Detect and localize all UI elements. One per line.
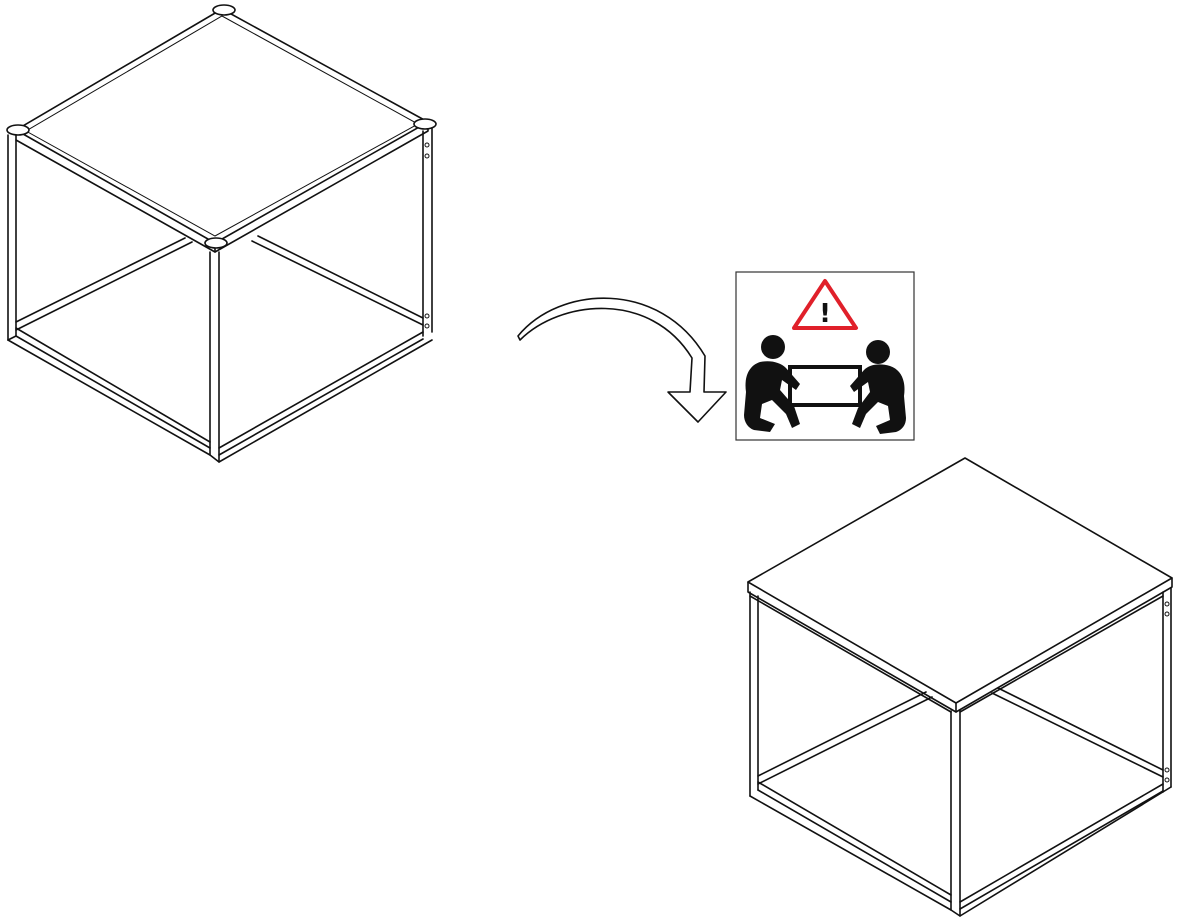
foot-disc bbox=[204, 237, 228, 249]
warning-triangle-icon bbox=[792, 279, 858, 330]
foot-disc bbox=[413, 118, 437, 130]
two-person-lift-icon: ! bbox=[735, 271, 915, 441]
cabinet-upside-down bbox=[6, 4, 437, 463]
cabinet-top-panel bbox=[15, 8, 429, 244]
cabinet-top-panel-inner bbox=[24, 15, 420, 237]
rotate-arrow-icon bbox=[517, 297, 727, 423]
person-left-icon bbox=[744, 335, 800, 432]
cabinet-upright bbox=[747, 457, 1173, 917]
cabinet-top-panel bbox=[747, 457, 1173, 704]
person-right-icon bbox=[850, 340, 906, 434]
warning-symbol: ! bbox=[819, 299, 831, 329]
foot-disc bbox=[6, 124, 30, 136]
foot-disc bbox=[212, 4, 236, 16]
